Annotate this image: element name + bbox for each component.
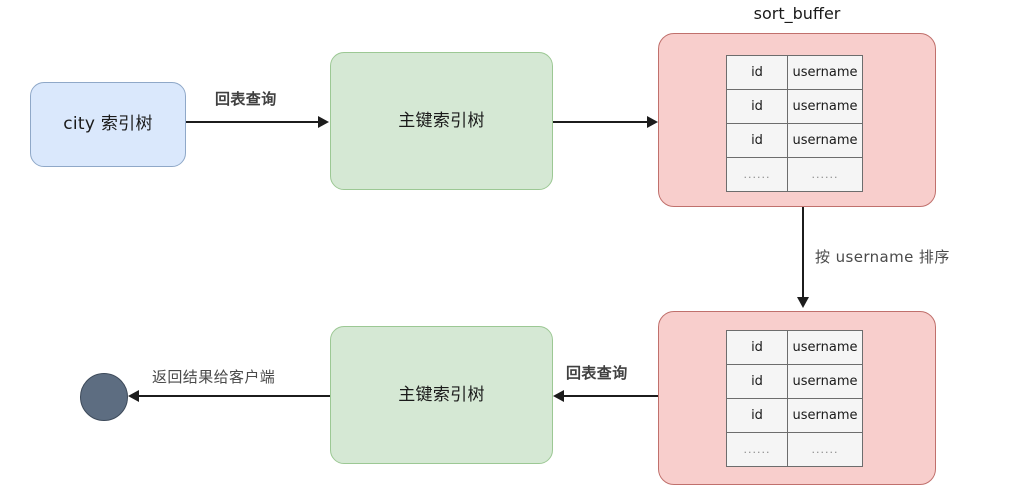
edge-buffer-sort-label: 按 username 排序 — [815, 248, 950, 266]
sort-buffer-bottom-tbody: id username id username id username ....… — [726, 330, 863, 467]
table-row: id username — [726, 123, 863, 158]
edge-pk-to-buffer-arrowhead — [647, 116, 658, 128]
node-pk-index-tree-bottom-label: 主键索引树 — [398, 384, 485, 405]
node-client-endpoint[interactable] — [80, 373, 128, 421]
edge-buffer-to-pk-bottom-label: 回表查询 — [566, 364, 628, 382]
sort-buffer-bottom-table: id username id username id username ....… — [726, 330, 863, 467]
table-row: id username — [726, 398, 863, 433]
cell-id: id — [726, 330, 788, 365]
node-city-index-tree-label: city 索引树 — [63, 114, 153, 135]
cell-username-ellipsis: ...... — [787, 157, 863, 192]
cell-id: id — [726, 123, 788, 158]
node-city-index-tree[interactable]: city 索引树 — [30, 82, 186, 167]
edge-city-to-pk-label: 回表查询 — [215, 90, 277, 108]
edge-city-to-pk-line — [186, 121, 318, 123]
table-row: id username — [726, 364, 863, 399]
cell-username: username — [787, 398, 863, 433]
edge-pk-bottom-to-client-label: 返回结果给客户端 — [152, 368, 276, 386]
cell-id: id — [726, 398, 788, 433]
cell-username: username — [787, 55, 863, 90]
table-row: ...... ...... — [726, 432, 863, 467]
sort-buffer-top-tbody: id username id username id username ....… — [726, 55, 863, 192]
sort-buffer-top-table: id username id username id username ....… — [726, 55, 863, 192]
node-pk-index-tree-top[interactable]: 主键索引树 — [330, 52, 553, 190]
table-row: id username — [726, 330, 863, 365]
cell-username-ellipsis: ...... — [787, 432, 863, 467]
table-row: ...... ...... — [726, 157, 863, 192]
sort-buffer-caption: sort_buffer — [753, 4, 841, 23]
cell-id: id — [726, 89, 788, 124]
cell-username: username — [787, 364, 863, 399]
edge-city-to-pk-arrowhead — [318, 116, 329, 128]
edge-buffer-to-pk-bottom-line — [564, 395, 658, 397]
node-pk-index-tree-top-label: 主键索引树 — [398, 110, 485, 131]
cell-username: username — [787, 123, 863, 158]
cell-id-ellipsis: ...... — [726, 157, 788, 192]
cell-id-ellipsis: ...... — [726, 432, 788, 467]
table-row: id username — [726, 55, 863, 90]
cell-username: username — [787, 89, 863, 124]
table-row: id username — [726, 89, 863, 124]
cell-id: id — [726, 364, 788, 399]
edge-pk-bottom-to-client-line — [139, 395, 330, 397]
edge-pk-to-buffer-line — [553, 121, 647, 123]
edge-buffer-sort-arrowhead — [797, 297, 809, 308]
cell-username: username — [787, 330, 863, 365]
node-pk-index-tree-bottom[interactable]: 主键索引树 — [330, 326, 553, 464]
edge-pk-bottom-to-client-arrowhead — [128, 390, 139, 402]
edge-buffer-to-pk-bottom-arrowhead — [553, 390, 564, 402]
cell-id: id — [726, 55, 788, 90]
edge-buffer-sort-line — [802, 207, 804, 297]
